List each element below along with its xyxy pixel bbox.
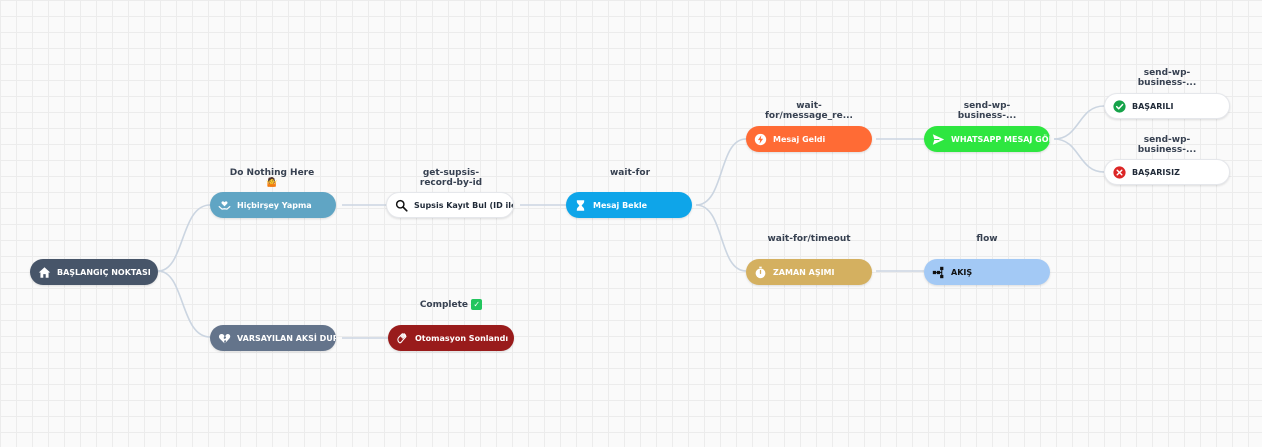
edge-whatsapp-fail xyxy=(1053,138,1105,173)
label-supsis-line1: get-supsis- xyxy=(422,168,480,178)
edge-start-default xyxy=(157,270,211,338)
label-ok: send-wp- business-... xyxy=(1106,68,1228,88)
node-flow-label: AKIŞ xyxy=(951,267,973,277)
label-whatsapp: send-wp- business-... xyxy=(926,101,1048,121)
node-whatsapp[interactable]: WHATSAPP MESAJ GÖNDE xyxy=(924,126,1050,152)
label-nothing-text: Do Nothing Here xyxy=(229,168,315,178)
wave-hand-icon xyxy=(396,332,409,345)
node-msg-label: Mesaj Geldi xyxy=(773,134,826,144)
node-ok-label: BAŞARILI xyxy=(1132,101,1174,111)
bolt-icon xyxy=(754,133,767,146)
node-default[interactable]: VARSAYILAN AKSİ DURUM xyxy=(210,325,336,351)
edge-wait-timeout xyxy=(695,204,747,272)
node-end[interactable]: Otomasyon Sonlandı xyxy=(388,325,514,351)
label-timeout: wait-for/timeout xyxy=(744,234,874,244)
home-icon xyxy=(38,266,51,279)
node-start[interactable]: BAŞLANGIÇ NOKTASI xyxy=(30,259,158,285)
label-flow: flow xyxy=(926,234,1048,244)
label-msg-line2: for/message_re... xyxy=(765,111,853,121)
label-ok-line2: business-... xyxy=(1137,78,1197,88)
node-flow[interactable]: AKIŞ xyxy=(924,259,1050,285)
label-wait-text: wait-for xyxy=(609,168,651,178)
label-nothing: Do Nothing Here 🤷 xyxy=(212,168,332,188)
node-start-label: BAŞLANGIÇ NOKTASI xyxy=(57,267,151,277)
check-circle-icon xyxy=(1113,99,1126,113)
node-whatsapp-label: WHATSAPP MESAJ GÖNDE xyxy=(951,134,1050,144)
broken-heart-icon xyxy=(218,332,231,345)
node-nothing[interactable]: Hiçbirşey Yapma xyxy=(210,192,336,218)
label-msg-line1: wait- xyxy=(796,101,822,111)
node-nothing-label: Hiçbirşey Yapma xyxy=(237,200,312,210)
label-fail-line1: send-wp- xyxy=(1143,135,1191,145)
edge-start-nothing xyxy=(157,204,211,272)
hourglass-icon xyxy=(574,199,587,212)
label-fail: send-wp- business-... xyxy=(1106,135,1228,155)
edge-whatsapp-ok xyxy=(1053,105,1105,140)
label-end-text: Complete xyxy=(419,300,469,310)
label-wait: wait-for xyxy=(570,168,690,178)
label-fail-line2: business-... xyxy=(1137,145,1197,155)
search-icon xyxy=(395,199,408,212)
label-end: Complete ✓ xyxy=(390,299,512,310)
node-fail-label: BAŞARISIZ xyxy=(1132,167,1180,177)
label-whatsapp-line2: business-... xyxy=(957,111,1017,121)
node-fail[interactable]: BAŞARISIZ xyxy=(1104,159,1230,185)
node-msg[interactable]: Mesaj Geldi xyxy=(746,126,872,152)
check-mark-icon: ✓ xyxy=(471,299,483,310)
label-supsis-line2: record-by-id xyxy=(419,178,483,188)
node-ok[interactable]: BAŞARILI xyxy=(1104,93,1230,119)
node-wait[interactable]: Mesaj Bekle xyxy=(566,192,692,218)
shrug-emoji: 🤷 xyxy=(266,178,278,188)
node-supsis-label: Supsis Kayıt Bul (ID ile) xyxy=(414,200,514,210)
node-supsis[interactable]: Supsis Kayıt Bul (ID ile) xyxy=(386,192,514,218)
flow-icon xyxy=(932,266,945,279)
node-timeout-label: ZAMAN AŞIMI xyxy=(773,267,835,277)
hands-heart-icon xyxy=(218,199,231,212)
label-msg: wait- for/message_re... xyxy=(744,101,874,121)
label-supsis: get-supsis- record-by-id xyxy=(390,168,512,188)
label-flow-text: flow xyxy=(976,234,998,244)
node-default-label: VARSAYILAN AKSİ DURUM xyxy=(237,333,336,343)
label-whatsapp-line1: send-wp- xyxy=(963,101,1011,111)
x-circle-icon xyxy=(1113,165,1126,179)
label-timeout-text: wait-for/timeout xyxy=(767,234,851,244)
send-icon xyxy=(932,133,945,146)
node-end-label: Otomasyon Sonlandı xyxy=(415,333,509,343)
label-ok-line1: send-wp- xyxy=(1143,68,1191,78)
node-wait-label: Mesaj Bekle xyxy=(593,200,648,210)
stopwatch-icon xyxy=(754,266,767,279)
node-timeout[interactable]: ZAMAN AŞIMI xyxy=(746,259,872,285)
edge-wait-msg xyxy=(695,138,747,206)
